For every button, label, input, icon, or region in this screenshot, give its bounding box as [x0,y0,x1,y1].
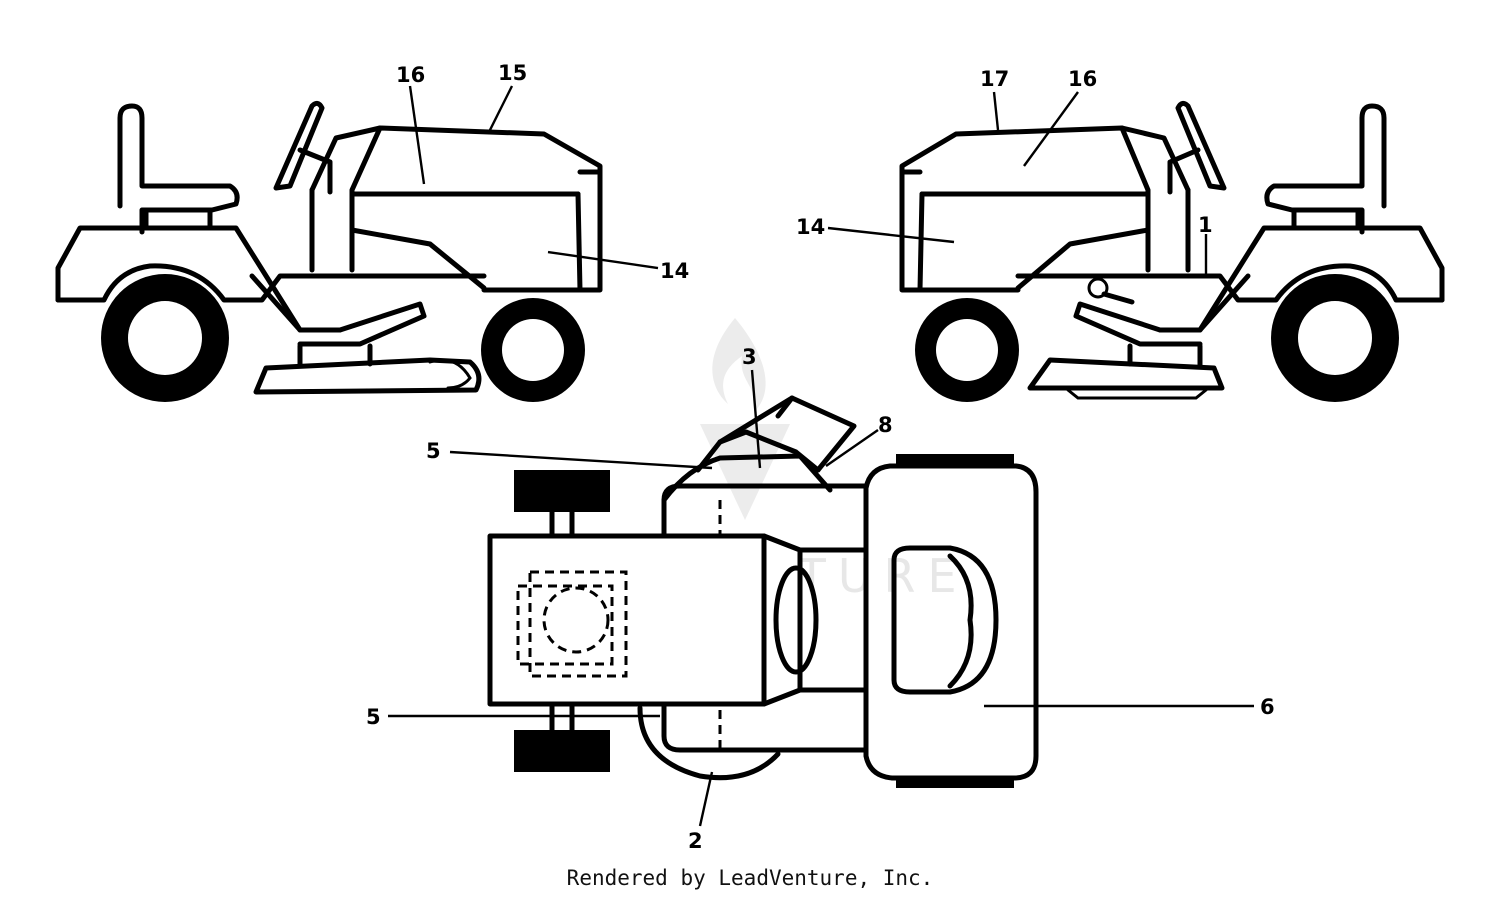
rear-fender [55,225,343,333]
callout-15: 15 [498,61,527,85]
seat-top [891,545,999,695]
callout-3: 3 [742,345,757,369]
hood-top [487,533,803,707]
seat [1264,103,1387,235]
callout-16-left: 16 [396,63,425,87]
hood [349,125,603,293]
front-wheel-top [514,470,610,512]
tractor-right-side-view [899,100,1445,402]
callout-5-top: 5 [426,439,441,463]
callout-14-left: 14 [660,259,689,283]
leader-lines [388,85,1254,827]
hood [899,125,1151,293]
front-wheel-top [514,730,610,772]
footer-credit: Rendered by LeadVenture, Inc. [566,866,934,890]
mower-deck [253,357,482,395]
mower-deck [637,705,781,781]
rear-fender [1157,225,1445,333]
callout-16-right: 16 [1068,67,1097,91]
callout-6: 6 [1260,695,1275,719]
callout-8: 8 [878,413,893,437]
seat [117,103,240,235]
steering-wheel [1175,100,1227,191]
tractor-top-view [487,395,1039,788]
rear-body-top [863,463,1039,781]
callout-14-right: 14 [796,215,825,239]
mower-deck [1027,357,1225,391]
callout-5-bottom: 5 [366,705,381,729]
tractor-left-side-view [55,100,603,402]
watermark-logo [700,318,790,520]
callout-17: 17 [980,67,1009,91]
callout-labels: 16 15 14 17 16 14 1 3 8 5 5 6 2 [366,61,1275,853]
callout-2: 2 [688,829,703,853]
callout-1: 1 [1198,213,1213,237]
steering-wheel [273,100,325,191]
